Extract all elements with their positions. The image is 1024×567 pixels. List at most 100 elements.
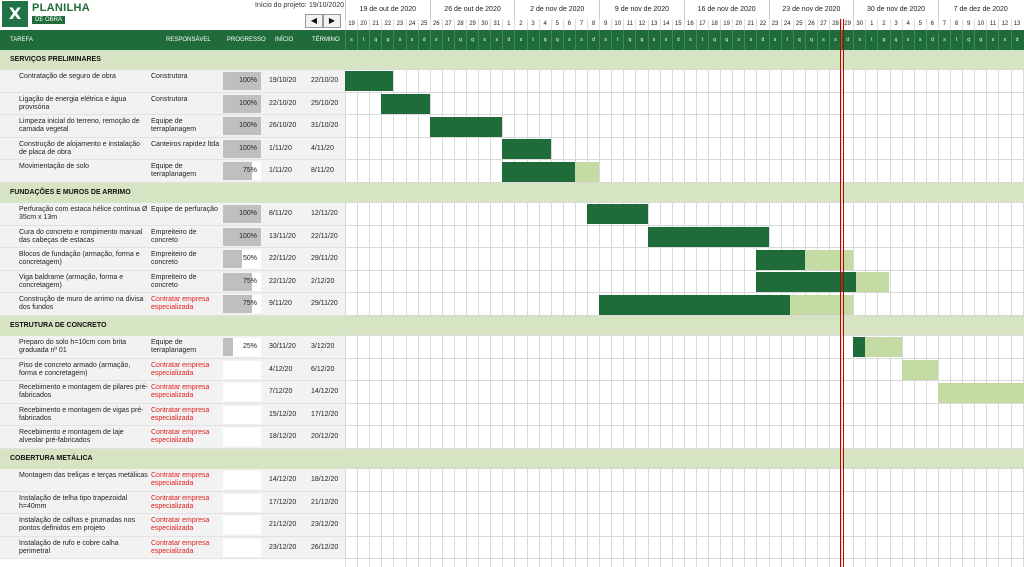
grid-day-line [986,50,988,567]
responsible: Contratar empresa especializada [151,384,210,400]
day-number: 12 [635,19,647,30]
day-number: 2 [514,19,526,30]
progress-cell[interactable]: 75% [223,295,261,314]
day-number: 25 [417,19,430,30]
task-row[interactable]: Construção de alojamento e instalação de… [0,137,345,161]
weekday-letter: s [599,30,611,50]
grid-day-line [490,50,492,567]
task-row[interactable]: Cura do concreto e rompimento manual das… [0,225,345,249]
day-number: 27 [816,19,829,30]
weekday-letter: s [683,30,696,50]
day-number: 5 [550,19,563,30]
responsible: Contratar empresa especializada [151,361,210,377]
weekday-letter: q [550,30,563,50]
weekday-letter: s [901,30,914,50]
grid-day-line [998,50,1000,567]
day-number: 19 [345,19,357,30]
start-date: 22/10/20 [269,99,297,107]
task-row[interactable]: Ligação de energia elétrica e água provi… [0,92,345,116]
progress-cell[interactable] [223,383,261,402]
weekday-letter: q [381,30,393,50]
end-date: 23/12/20 [311,521,339,529]
task-row[interactable]: Recebimento e montagem de pilares pré-fa… [0,381,345,404]
next-week-button[interactable]: ▶ [323,14,341,28]
task-row[interactable]: Instalação de calhas e prumadas nos pont… [0,514,345,537]
weekday-letter: s [647,30,660,50]
weekday-letter: q [369,30,381,50]
task-row[interactable]: Recebimento e montagem de laje alveolar … [0,426,345,449]
progress-cell[interactable] [223,471,261,489]
end-date: 2/12/20 [311,277,335,285]
today-marker-line [843,50,845,567]
progress-value: 75% [242,300,257,308]
responsible: Contratar empresa especializada [151,517,210,533]
progress-value: 100% [239,232,257,240]
task-row[interactable]: Instalação de telha tipo trapezoidal h=4… [0,491,345,515]
task-row[interactable]: Limpeza inicial do terreno, remoção de c… [0,115,345,138]
progress-cell[interactable]: 100% [223,227,261,246]
responsible: Equipe de terraplanagem [151,163,197,179]
end-date: 22/11/20 [311,232,338,240]
progress-cell[interactable] [223,405,261,424]
progress-cell[interactable]: 100% [223,139,261,158]
task-name: Blocos de fundação (armação, forma e con… [19,251,140,267]
task-row[interactable]: Preparo do solo h=10cm com brita graduad… [0,336,345,359]
task-row[interactable]: Viga baldrame (armação, forma e concreta… [0,270,345,294]
grid-day-line [950,50,951,567]
task-name: Piso de concreto armado (armação, forma … [19,361,131,377]
weekday-letter: s [744,30,756,50]
task-row[interactable]: Instalação de rufo e cobre calha perimet… [0,536,345,560]
start-date: 19/10/20 [269,77,297,84]
progress-fill [223,272,252,291]
prev-week-button[interactable]: ◀ [305,14,323,28]
progress-value: 100% [239,210,257,217]
progress-cell[interactable]: 50% [223,250,261,269]
task-row[interactable]: Piso de concreto armado (armação, forma … [0,358,345,382]
progress-cell[interactable] [223,428,261,447]
task-row[interactable]: Construção de muro de arrimo na divisa d… [0,293,345,316]
progress-value: 100% [239,122,257,130]
weekday-letter: s [393,30,405,50]
section-row: COBERTURA METÁLICA [0,449,345,469]
progress-cell[interactable] [223,493,261,512]
weekday-letter: q [453,30,466,50]
section-title: SERVIÇOS PRELIMINARES [10,56,101,63]
weekday-letter: t [441,30,454,50]
app-logo: X PLANILHA DE OBRA [2,1,90,27]
day-number: 9 [962,19,974,30]
project-start-value[interactable]: 19/10/2020 [309,2,345,9]
progress-cell[interactable] [223,538,261,557]
progress-cell[interactable] [223,360,261,379]
progress-cell[interactable]: 100% [223,117,261,136]
gantt-bar-remaining [804,249,854,270]
gantt-bar-remaining [574,161,600,182]
weekday-letter: t [611,30,623,50]
weekday-letter: q [792,30,805,50]
progress-cell[interactable]: 75% [223,272,261,291]
progress-cell[interactable]: 25% [223,338,261,356]
progress-cell[interactable]: 100% [223,72,261,90]
week-label: 9 de nov de 2020 [599,0,684,19]
task-row[interactable]: Montagem das treliças e terças metálicas… [0,469,345,492]
progress-cell[interactable]: 75% [223,162,261,181]
progress-cell[interactable]: 100% [223,205,261,223]
day-number: 19 [720,19,732,30]
grid-row-line [345,448,1024,449]
progress-cell[interactable] [223,516,261,535]
day-number: 1 [502,19,514,30]
day-number: 28 [453,19,466,30]
progress-fill [223,250,242,269]
progress-fill [223,295,252,314]
day-number: 5 [913,19,926,30]
week-label: 7 de dez de 2020 [937,0,1023,19]
progress-cell[interactable]: 100% [223,94,261,113]
day-number: 12 [998,19,1010,30]
grid-row-line [345,425,1024,427]
task-row[interactable]: Perfuração com estaca hélice contínua Ø … [0,203,345,226]
task-row[interactable]: Recebimento e montagem de vigas pré-fabr… [0,403,345,427]
task-row[interactable]: Blocos de fundação (armação, forma e con… [0,248,345,271]
weekday-letter: t [526,30,539,50]
start-date: 4/12/20 [269,365,293,373]
